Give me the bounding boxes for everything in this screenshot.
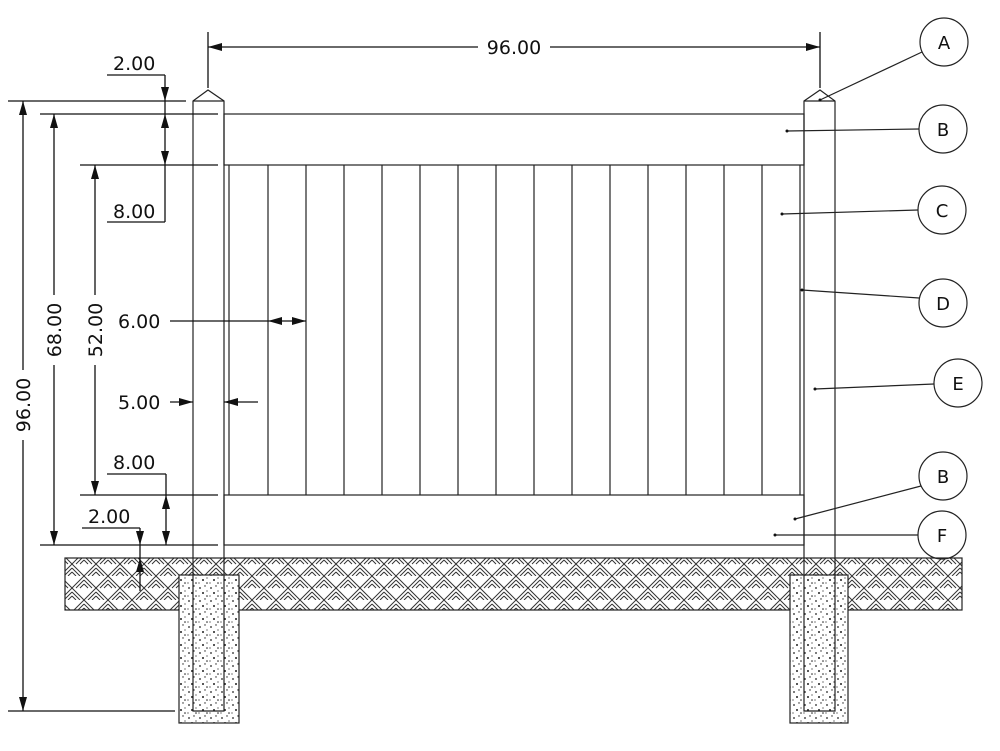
dim-overall-height: 96.00 bbox=[13, 378, 35, 432]
svg-text:F: F bbox=[937, 526, 947, 547]
callout-d: D bbox=[918, 278, 968, 328]
dim-post-width: 5.00 bbox=[118, 392, 160, 414]
svg-text:B: B bbox=[937, 120, 949, 141]
dim-ground-clearance: 2.00 bbox=[88, 506, 130, 528]
dim-picket-width: 6.00 bbox=[118, 311, 160, 333]
callout-leaders bbox=[773, 51, 935, 537]
callout-c: C bbox=[917, 185, 967, 235]
callout-b-top: B bbox=[918, 104, 968, 154]
pickets bbox=[228, 165, 801, 495]
left-post bbox=[192, 89, 225, 712]
dim-top-offset: 2.00 bbox=[113, 53, 155, 75]
bottom-rail bbox=[223, 494, 805, 546]
dim-bottom-rail: 8.00 bbox=[113, 452, 155, 474]
svg-text:C: C bbox=[936, 201, 949, 222]
callout-b-bottom: B bbox=[918, 451, 968, 501]
callout-e: E bbox=[933, 358, 983, 408]
callout-a: A bbox=[919, 17, 969, 67]
dim-overall-width: 96.00 bbox=[487, 37, 541, 59]
dim-top-rail: 8.00 bbox=[113, 201, 155, 223]
svg-text:D: D bbox=[936, 294, 950, 315]
left-concrete-footing bbox=[178, 574, 240, 724]
dimension-lines bbox=[8, 32, 821, 712]
top-rail bbox=[223, 113, 805, 166]
svg-text:B: B bbox=[937, 467, 949, 488]
right-concrete-footing bbox=[789, 574, 849, 724]
dim-picket-height: 52.00 bbox=[85, 303, 107, 357]
svg-text:E: E bbox=[952, 374, 963, 395]
dim-panel-height: 68.00 bbox=[44, 303, 66, 357]
callout-f: F bbox=[917, 510, 967, 560]
svg-text:A: A bbox=[938, 33, 951, 54]
